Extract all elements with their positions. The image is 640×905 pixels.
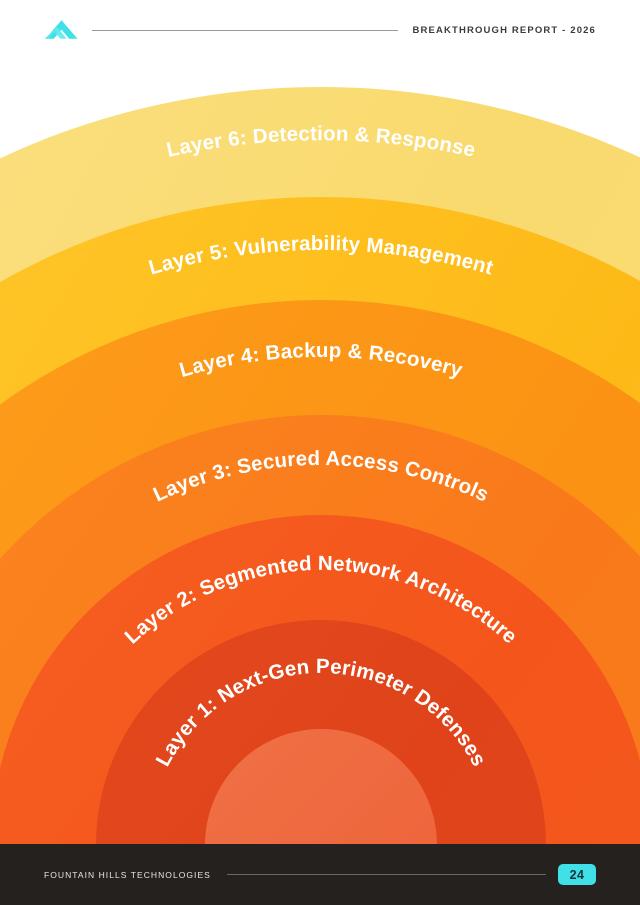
mountain-chevron-logo-icon [44, 20, 78, 39]
ring-core [205, 729, 437, 844]
footer-divider-rule [226, 874, 546, 875]
concentric-rings-svg: Layer 6: Detection & Response Layer 5: V… [0, 87, 640, 844]
header-title: BREAKTHROUGH REPORT - 2026 [412, 24, 596, 36]
page-footer: FOUNTAIN HILLS TECHNOLOGIES 24 [0, 844, 640, 905]
page-number-badge: 24 [558, 864, 596, 885]
page-header: BREAKTHROUGH REPORT - 2026 [0, 0, 640, 60]
footer-brand: FOUNTAIN HILLS TECHNOLOGIES [44, 869, 211, 880]
security-layers-diagram: Layer 6: Detection & Response Layer 5: V… [0, 60, 640, 844]
header-divider-rule [92, 29, 399, 31]
